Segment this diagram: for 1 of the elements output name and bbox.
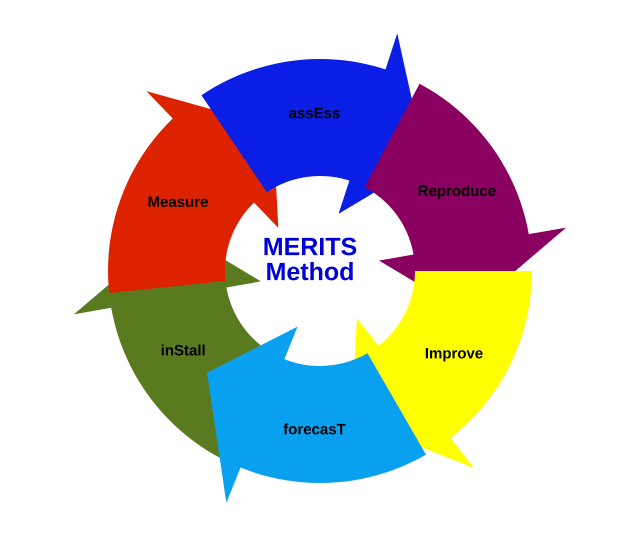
cycle-segment: forecasT: [207, 326, 426, 503]
